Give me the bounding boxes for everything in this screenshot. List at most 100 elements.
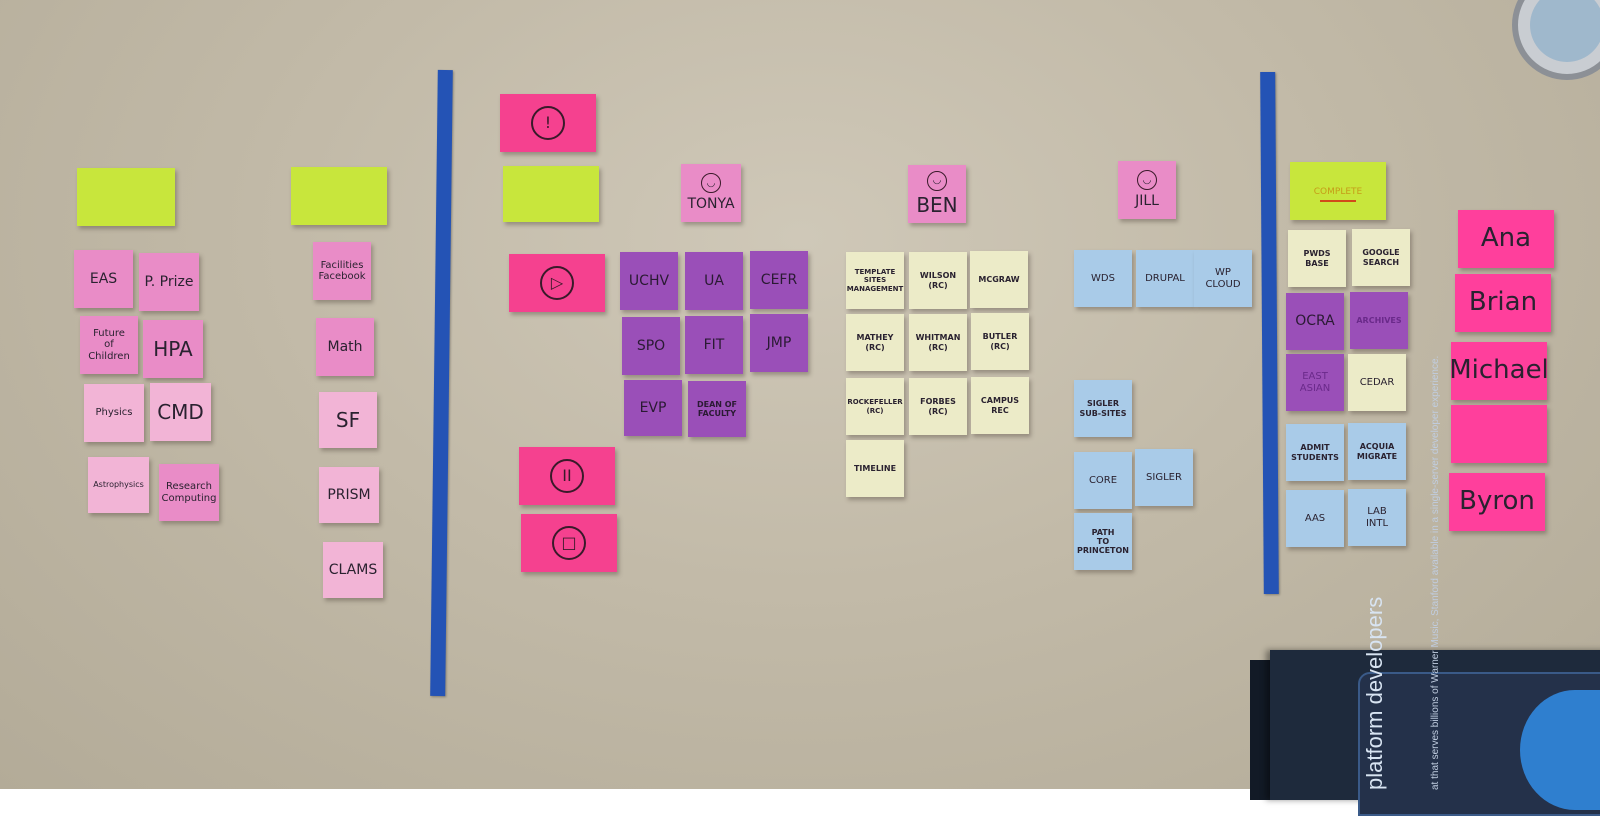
note-text: TEMPLATE SITES MANAGEMENT (847, 268, 904, 292)
column-header-note: COMPLETE (1290, 162, 1386, 220)
note-text: Physics (96, 407, 133, 419)
sticky-note: ARCHIVES (1350, 292, 1408, 349)
sticky-note: ROCKEFELLER (RC) (846, 378, 904, 435)
sticky-note: EAS (74, 250, 133, 308)
note-text: MCGRAW (978, 275, 1019, 284)
team-name-note (1451, 405, 1547, 463)
underline-mark (1320, 200, 1356, 202)
brochure-title: platform developers (1362, 597, 1388, 790)
note-text: HPA (153, 338, 193, 361)
note-text: Research Computing (162, 481, 217, 504)
sticky-note: FIT (685, 316, 743, 374)
sticky-note: CEDAR (1348, 354, 1406, 411)
sticky-note: TIMELINE (846, 440, 904, 497)
team-member-name: Byron (1459, 487, 1535, 517)
note-text: EVP (640, 400, 667, 416)
icon-glyph: ▷ (551, 274, 563, 292)
owner-note-ben: ◡ BEN (908, 165, 966, 223)
note-text: FIT (704, 337, 725, 353)
note-text: P. Prize (145, 274, 194, 290)
sticky-note: OCRA (1286, 293, 1344, 350)
owner-name: JILL (1135, 193, 1159, 209)
note-text: EAS (90, 271, 117, 287)
note-text: UCHV (629, 273, 669, 289)
note-text: Future of Children (88, 328, 130, 363)
note-text: LAB INTL (1366, 506, 1388, 529)
note-text: SIGLER SUB-SITES (1079, 399, 1126, 417)
sticky-note: EAST ASIAN (1286, 354, 1344, 411)
note-text: Math (327, 339, 362, 355)
stop-status-note: □ (521, 514, 617, 572)
note-text: WDS (1091, 273, 1115, 285)
icon-glyph: II (562, 467, 571, 485)
sticky-note: PWDS BASE (1288, 230, 1346, 287)
note-text: TIMELINE (854, 464, 896, 473)
team-name-note: Brian (1455, 274, 1551, 332)
note-text: PRISM (327, 487, 370, 503)
sticky-note: WDS (1074, 250, 1132, 307)
sticky-note: CLAMS (323, 542, 383, 598)
play-icon: ▷ (540, 266, 574, 300)
sticky-note: AAS (1286, 490, 1344, 547)
note-text: CEFR (761, 272, 797, 288)
sticky-note: CORE (1074, 452, 1132, 509)
note-text: CMD (157, 401, 204, 424)
note-text: BUTLER (RC) (983, 332, 1018, 350)
play-status-note: ▷ (509, 254, 605, 312)
sticky-note: WILSON (RC) (909, 252, 967, 309)
note-text: ACQUIA MIGRATE (1357, 442, 1397, 460)
sticky-note: SIGLER (1135, 449, 1193, 506)
sticky-note: Research Computing (159, 464, 219, 521)
pause-icon: II (550, 459, 584, 493)
team-member-name: Michael (1451, 356, 1547, 386)
sticky-note: FORBES (RC) (909, 378, 967, 435)
note-text: JMP (767, 335, 792, 351)
note-text: MATHEY (RC) (857, 333, 894, 351)
note-text: WHITMAN (RC) (916, 333, 961, 351)
note-text: Facilities Facebook (319, 260, 366, 283)
owner-name: TONYA (687, 196, 734, 212)
note-text: SIGLER (1146, 472, 1182, 484)
sticky-note: ACQUIA MIGRATE (1348, 423, 1406, 480)
sticky-note: SPO (622, 317, 680, 375)
sticky-note: GOOGLE SEARCH (1352, 229, 1410, 286)
priority-note: ! (500, 94, 596, 152)
owner-note-tonya: ◡ TONYA (681, 164, 741, 222)
sticky-note: MCGRAW (970, 251, 1028, 308)
stop-icon: □ (552, 526, 586, 560)
sticky-note: Future of Children (80, 316, 138, 374)
team-name-note: Ana (1458, 210, 1554, 268)
sticky-note: PRISM (319, 467, 379, 523)
sticky-note: JMP (750, 314, 808, 372)
clock-face (1530, 0, 1600, 62)
column-header-note (291, 167, 387, 225)
team-name-note: Byron (1449, 473, 1545, 531)
note-text: CEDAR (1360, 377, 1395, 389)
sticky-note: ADMIT STUDENTS (1286, 424, 1344, 481)
note-text: DRUPAL (1145, 273, 1185, 285)
note-text: EAST ASIAN (1300, 371, 1330, 394)
pause-status-note: II (519, 447, 615, 505)
note-text: AAS (1305, 513, 1325, 525)
sticky-note: HPA (143, 320, 203, 378)
note-text: Astrophysics (93, 480, 144, 489)
sticky-note: EVP (624, 380, 682, 436)
sticky-note: BUTLER (RC) (971, 313, 1029, 370)
sticky-note: Physics (84, 384, 144, 442)
owner-note-jill: ◡ JILL (1118, 161, 1176, 219)
sticky-note: CEFR (750, 251, 808, 309)
note-text: ROCKEFELLER (RC) (847, 398, 902, 414)
note-text: OCRA (1295, 313, 1335, 329)
note-text: ARCHIVES (1356, 316, 1401, 325)
smiley-face-icon: ◡ (927, 171, 947, 191)
icon-glyph: ! (545, 114, 551, 132)
team-member-name: Brian (1469, 288, 1537, 318)
owner-name: BEN (916, 194, 957, 217)
note-text: GOOGLE SEARCH (1362, 248, 1399, 266)
sticky-note: SF (319, 392, 377, 448)
sticky-note: CMD (150, 383, 211, 441)
smiley-face-icon: ◡ (701, 173, 721, 193)
note-text: ADMIT STUDENTS (1291, 443, 1339, 461)
sticky-note: UCHV (620, 252, 678, 310)
note-text: CORE (1089, 475, 1117, 487)
